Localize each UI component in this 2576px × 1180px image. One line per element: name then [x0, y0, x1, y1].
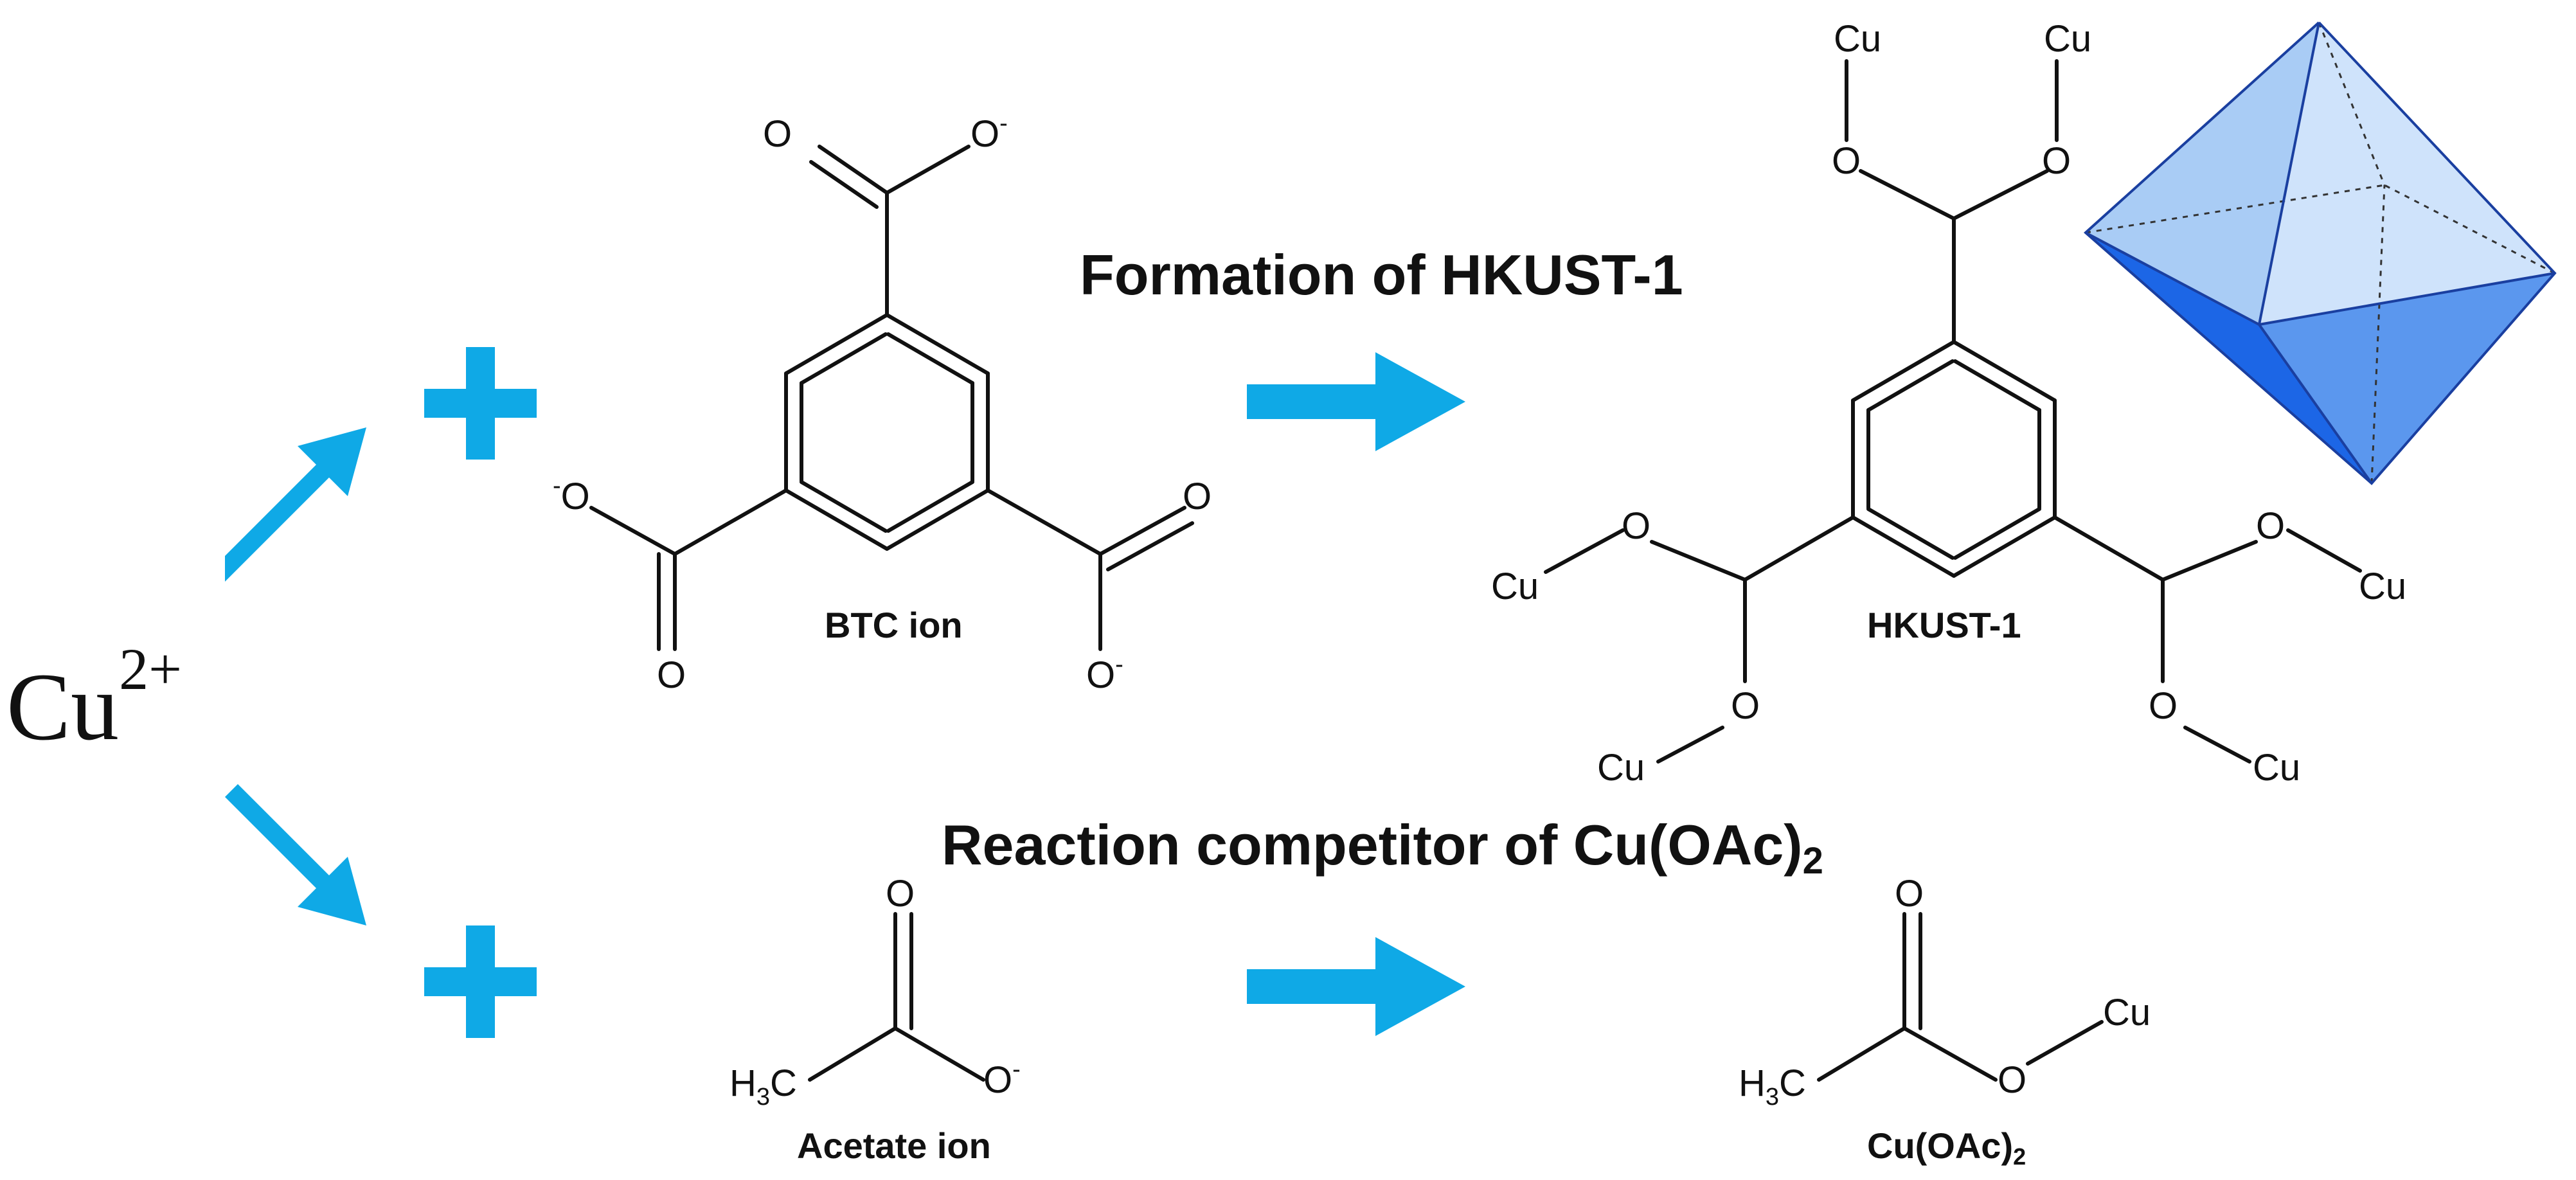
btc-oxygen-label: O: [1183, 476, 1212, 517]
heading-formation: Formation of HKUST-1: [1080, 243, 1683, 307]
acetate-oxygen-label: O-: [983, 1056, 1021, 1101]
arrow-down-right-icon: [225, 784, 366, 925]
copper-acetate-oxygen-label: O: [1895, 873, 1924, 915]
acetate-oxygen-label: O: [886, 873, 915, 915]
hkust-oxygen-label: O: [2149, 685, 2178, 727]
copper-acetate-structure: [1817, 912, 2104, 1082]
hkust-copper-label: Cu: [1491, 566, 1539, 607]
hkust-oxygen-label: O: [2042, 140, 2071, 182]
plus-icon: [424, 347, 537, 460]
arrow-right-icon: [1247, 937, 1465, 1036]
acetate-ion-caption: Acetate ion: [797, 1125, 991, 1166]
btc-oxygen-label: O-: [1086, 651, 1123, 696]
btc-oxygen-label: O: [763, 113, 792, 155]
cu-ion-charge: 2+: [119, 636, 182, 702]
acetate-ion-structure: [808, 912, 985, 1082]
arrow-right-icon: [1247, 352, 1465, 451]
cu-ion-label: Cu2+: [6, 636, 182, 760]
btc-oxygen-label: O: [657, 654, 686, 696]
hkust-oxygen-label: O: [1622, 505, 1650, 547]
copper-acetate-caption: Cu(OAc)2: [1867, 1125, 2026, 1170]
svg-text:Cu2+: Cu2+: [6, 636, 182, 760]
btc-oxygen-label: -O: [553, 472, 590, 517]
hkust-oxygen-label: O: [1731, 685, 1760, 727]
hkust-copper-label: Cu: [2253, 747, 2300, 789]
copper-acetate-copper-label: Cu: [2103, 992, 2151, 1033]
hkust-copper-label: Cu: [2359, 566, 2406, 607]
hkust-1-structure: [1544, 59, 2362, 764]
hkust-oxygen-label: O: [2256, 505, 2285, 547]
acetate-methyl-label: H3C: [729, 1062, 797, 1111]
heading-competitor: Reaction competitor of Cu(OAc)2: [942, 813, 1823, 882]
heading-competitor-text: Reaction competitor of Cu(OAc): [942, 813, 1803, 877]
copper-acetate-methyl-label: H3C: [1739, 1062, 1806, 1111]
hkust-copper-label: Cu: [1597, 747, 1645, 789]
cu-ion-symbol: Cu: [6, 654, 119, 760]
arrow-up-right-icon: [225, 427, 366, 582]
btc-ion-caption: BTC ion: [825, 605, 963, 645]
octahedron-icon: [2083, 21, 2557, 485]
hkust-copper-label: Cu: [1834, 18, 1881, 60]
hkust-1-caption: HKUST-1: [1867, 605, 2021, 645]
btc-ion-structure: [589, 145, 1194, 651]
copper-acetate-oxygen-label: O: [1998, 1059, 2026, 1101]
plus-icon: [424, 925, 537, 1038]
btc-oxygen-label: O-: [970, 110, 1008, 155]
hkust-copper-label: Cu: [2044, 18, 2091, 60]
hkust-oxygen-label: O: [1832, 140, 1861, 182]
heading-competitor-subscript: 2: [1803, 840, 1823, 882]
